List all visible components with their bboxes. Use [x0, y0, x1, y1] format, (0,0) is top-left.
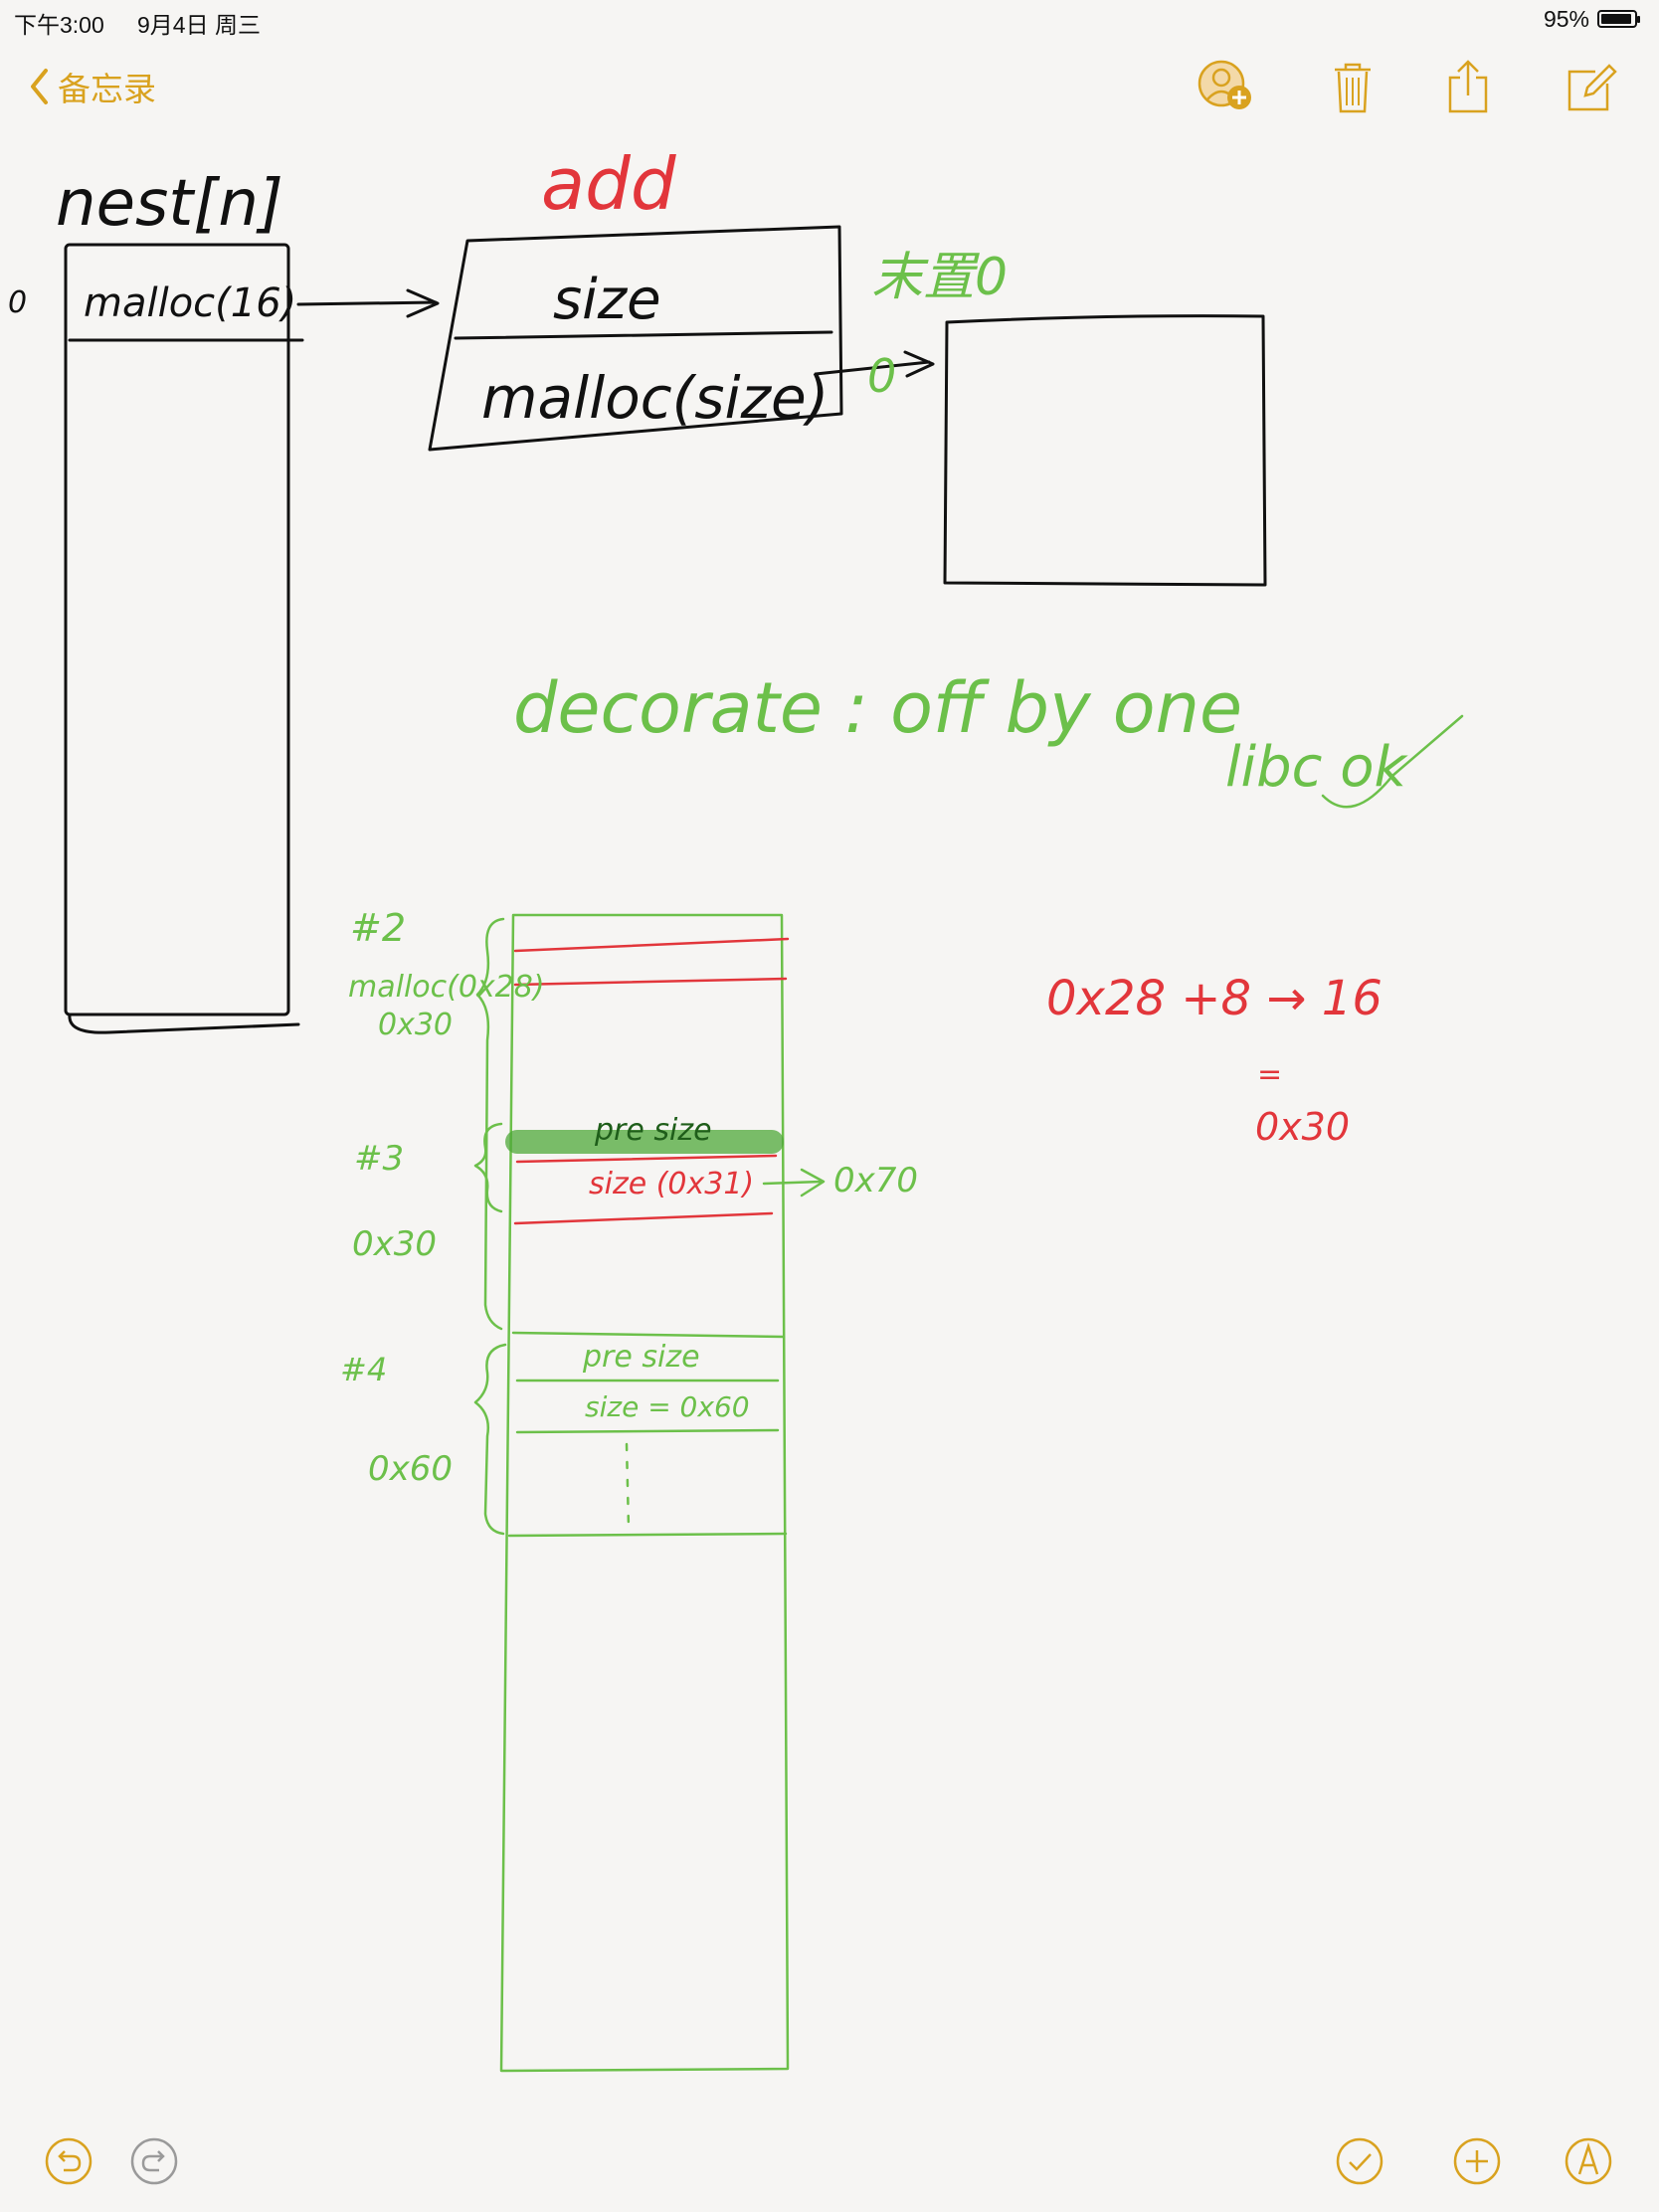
chunk3-size-line — [515, 1154, 778, 1164]
back-label: 备忘录 — [58, 71, 156, 107]
array-to-struct-arrow — [296, 288, 440, 318]
chunk4-size-field: size = 0x60 — [585, 1390, 750, 1423]
libc-note: libc ok — [1225, 735, 1409, 800]
markup-pen-icon — [1565, 2137, 1612, 2185]
chunk4-label: #4 — [340, 1351, 387, 1388]
struct-divider — [454, 330, 833, 340]
redo-icon — [130, 2137, 178, 2185]
chunk3-size: 0x30 — [352, 1224, 437, 1264]
struct-to-chunk-arrow — [814, 350, 935, 378]
share-button[interactable] — [1446, 58, 1490, 115]
chunk2-label: #2 — [350, 906, 406, 950]
chunk3-red-line — [513, 1211, 774, 1225]
chunk4-bottom-line — [507, 1532, 788, 1538]
add-person-button[interactable] — [1196, 60, 1255, 115]
trash-button[interactable] — [1331, 60, 1375, 115]
add-icon — [1453, 2137, 1501, 2185]
undo-button[interactable] — [44, 2136, 93, 2186]
calc-equals: = — [1257, 1057, 1282, 1092]
array-title: nest[n] — [56, 167, 283, 241]
chunk4-pre-size: pre size — [582, 1340, 700, 1375]
nav-bar: 备忘录 — [0, 40, 1659, 135]
calc-expression: 0x28 +8 → 16 — [1046, 971, 1382, 1026]
chunk3-pre-size: pre size — [594, 1113, 712, 1148]
chunk4-size-line — [515, 1428, 780, 1434]
status-time: 下午3:00 — [14, 12, 104, 38]
chunk4-brace — [473, 1343, 507, 1536]
calc-result: 0x30 — [1255, 1105, 1350, 1149]
chunk2-size: 0x30 — [378, 1008, 453, 1042]
struct-size-label: size — [553, 268, 661, 332]
struct-malloc-label: malloc(size) — [481, 364, 829, 432]
overflow-arrow — [762, 1168, 826, 1198]
chunk2-brace — [475, 917, 505, 1331]
chunk2-red-line-1 — [513, 937, 790, 953]
chunk4-size: 0x60 — [368, 1449, 453, 1489]
trash-icon — [1335, 63, 1371, 113]
undo-icon — [45, 2137, 92, 2185]
chunk2-red-line-2 — [513, 977, 788, 987]
checkmark-icon — [1336, 2137, 1383, 2185]
zeroed-note: 末置0 — [871, 248, 1008, 307]
index-zero: 0 — [8, 285, 27, 320]
compose-button[interactable] — [1566, 62, 1617, 113]
add-label: add — [541, 142, 677, 226]
done-button[interactable] — [1335, 2136, 1384, 2186]
share-icon — [1448, 60, 1488, 113]
array-box — [64, 243, 290, 1016]
add-button[interactable] — [1452, 2136, 1502, 2186]
chunk3-label: #3 — [354, 1139, 404, 1179]
decorate-note: decorate : off by one — [513, 667, 1242, 749]
chunk3-size-field: size (0x31) — [589, 1167, 754, 1201]
malloc-chunk-box — [943, 314, 1267, 587]
battery-percent: 95% — [1543, 6, 1589, 32]
status-bar: 下午3:00 9月4日 周三 95% — [0, 0, 1659, 40]
overflow-target: 0x70 — [833, 1161, 918, 1200]
add-person-icon — [1198, 60, 1251, 109]
chunk2-malloc: malloc(0x28) — [348, 970, 545, 1005]
zero-mark: 0 — [867, 349, 896, 403]
back-button[interactable]: 备忘录 — [28, 62, 156, 111]
chunk3-brace — [473, 1122, 503, 1213]
battery-icon — [1597, 10, 1640, 28]
array-slot-label: malloc(16) — [84, 280, 296, 326]
struct-box — [428, 225, 843, 452]
compose-icon — [1567, 64, 1617, 111]
redo-button[interactable] — [129, 2136, 179, 2186]
chunk3-bottom-line — [511, 1331, 786, 1339]
status-date: 9月4日 周三 — [137, 12, 261, 38]
markup-button[interactable] — [1564, 2136, 1613, 2186]
heap-column — [499, 913, 790, 2073]
chevron-left-icon — [31, 69, 48, 104]
chunk4-data-dotted — [625, 1442, 631, 1530]
